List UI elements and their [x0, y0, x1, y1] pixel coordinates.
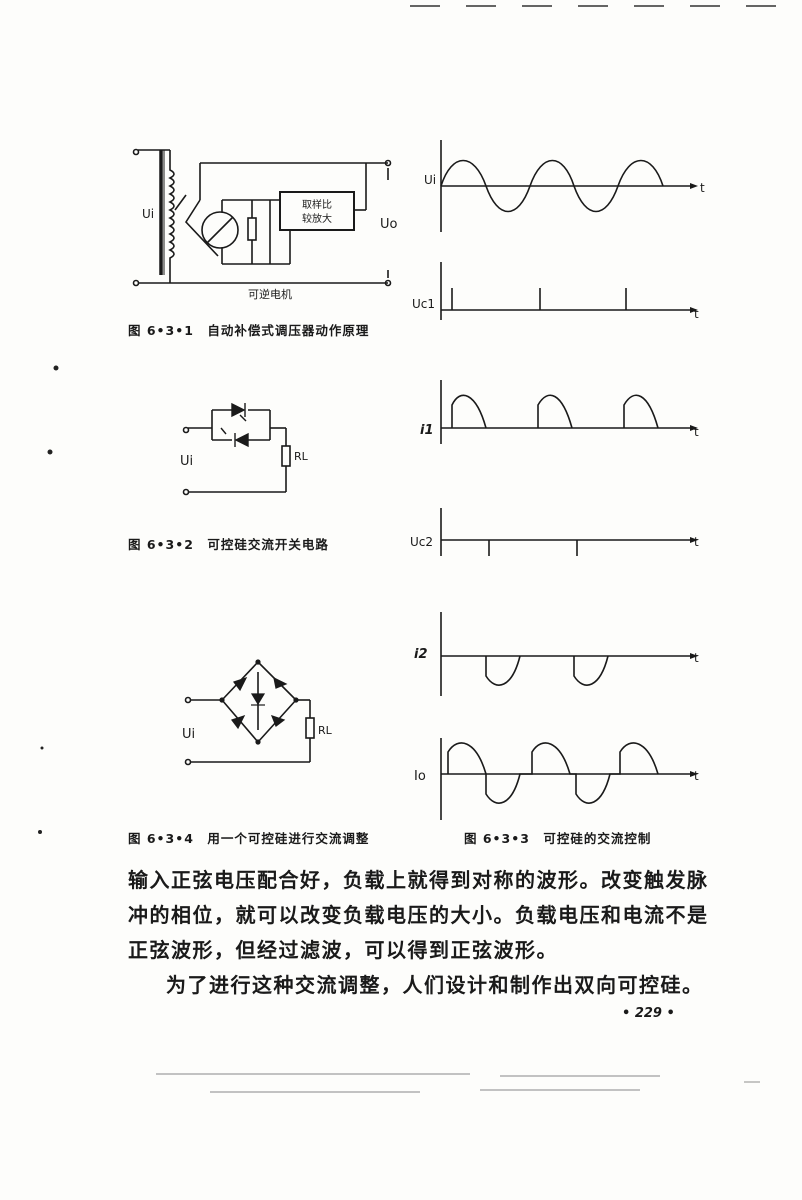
panel-uc2-label: Uc2 — [410, 535, 433, 549]
panel-io-axis-label: t — [694, 769, 699, 783]
fig-6-3-4-caption: 图 6•3•4 用一个可控硅进行交流调整 — [128, 831, 370, 846]
panel-i1-wave-2 — [537, 394, 573, 429]
fig-6-3-2-caption: 图 6•3•2 可控硅交流开关电路 — [128, 537, 329, 552]
panel-ui-axis-label: t — [700, 181, 705, 195]
fig1-box-label-2: 较放大 — [302, 212, 332, 225]
panel-i1-axis-label: t — [694, 425, 699, 439]
panel-uc1-label: Uc1 — [412, 297, 435, 311]
panel-i1-wave-1 — [451, 394, 487, 429]
fig-6-3-1-caption: 图 6•3•1 自动补偿式调压器动作原理 — [128, 323, 370, 338]
panel-i1-label: i1 — [420, 423, 434, 438]
panel-i2-wave-1 — [485, 655, 521, 686]
fig-6-3-3-caption: 图 6•3•3 可控硅的交流控制 — [464, 831, 652, 846]
panel-io-label: Io — [414, 769, 426, 784]
body-line-3: 正弦波形，但经过滤波，可以得到正弦波形。 — [128, 938, 558, 962]
panel-uc2-axis-label: t — [694, 535, 699, 549]
panel-i1-wave-3 — [623, 394, 659, 429]
panel-i2-wave-2 — [573, 655, 609, 686]
body-line-2: 冲的相位，就可以改变负载电压的大小。负载电压和电流不是 — [128, 903, 709, 927]
page-number: • 229 • — [622, 1006, 675, 1021]
fig1-motor-label: 可逆电机 — [248, 287, 292, 301]
top-rule — [410, 5, 776, 7]
panel-io-wave — [447, 742, 659, 804]
panel-i2-label: i2 — [414, 647, 428, 662]
fig1-output-label: Uo — [380, 217, 398, 232]
fig1-input-label: Ui — [142, 207, 154, 221]
panel-ui-label: Ui — [424, 173, 436, 187]
body-line-4: 为了进行这种交流调整，人们设计和制作出双向可控硅。 — [166, 973, 704, 997]
body-line-1: 输入正弦电压配合好，负载上就得到对称的波形。改变触发脉 — [128, 868, 709, 892]
fig1-box-label-1: 取样比 — [302, 198, 332, 211]
panel-uc1-axis-label: t — [694, 307, 699, 321]
fig4-load-label: RL — [318, 724, 333, 737]
fig2-load-label: RL — [294, 450, 309, 463]
fig4-input-label: Ui — [182, 727, 195, 742]
panel-ui-wave — [440, 159, 664, 213]
panel-i2-axis-label: t — [694, 651, 699, 665]
fig2-input-label: Ui — [180, 454, 193, 469]
